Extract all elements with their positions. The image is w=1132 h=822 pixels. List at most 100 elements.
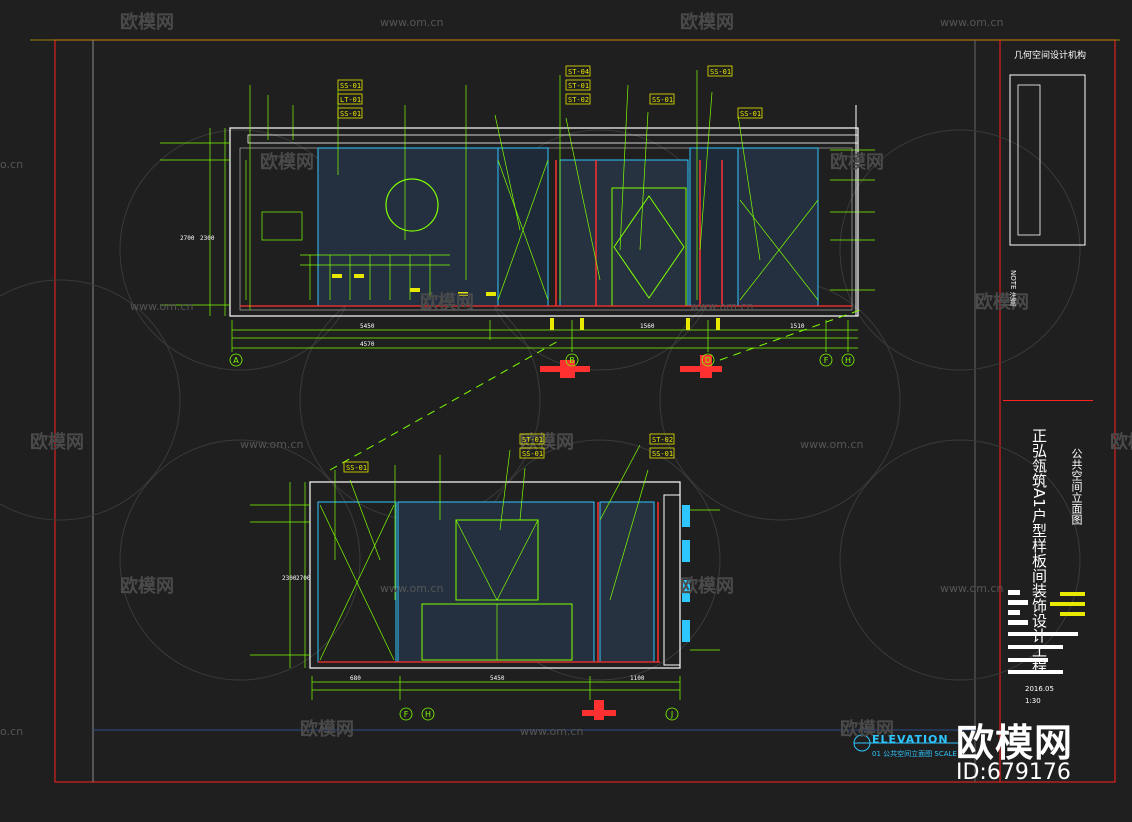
lower-elevation: [250, 444, 720, 720]
lower-panel-main: [397, 501, 595, 663]
material-tag: ST-01: [568, 82, 589, 90]
grid-label: F: [824, 356, 829, 365]
dimension-text: 1100: [630, 675, 645, 682]
watermark-brand: 欧模网: [1110, 431, 1132, 453]
project-title: 正弘瓴筑A1户型样板间装饰设计工程: [1030, 428, 1048, 673]
upper-mirror: [385, 178, 439, 232]
grid-bubble: [701, 353, 715, 367]
firm-name: 几何空间设计机构: [1013, 51, 1086, 61]
dimension-text: 2300: [282, 575, 297, 582]
material-tag-box: [519, 433, 545, 445]
grid-bubble: [665, 707, 679, 721]
scale-text: 1:30: [1025, 697, 1041, 705]
title-decor: [1003, 74, 1093, 674]
grid-bubble: [421, 707, 435, 721]
upper-panel-3: [737, 147, 819, 307]
watermark-layer: 欧模网欧模网欧模网欧模网欧模网欧模网欧模网欧模网欧模网欧模网欧模网欧模网欧模网w…: [0, 11, 1132, 740]
watermark-brand: 欧模网: [120, 575, 174, 597]
grid-bubble: [819, 353, 833, 367]
watermark-site-short: o.cn: [0, 725, 23, 738]
link-dashed-left: [329, 339, 561, 471]
material-tag: ST-04: [568, 68, 589, 76]
watermark-brand: 欧模网: [840, 718, 894, 740]
watermark-site: www.om.cn: [940, 16, 1003, 29]
grid-label: J: [670, 710, 673, 719]
dimension-text: 5450: [490, 675, 505, 682]
watermark-brand: 欧模网: [680, 575, 734, 597]
elevation-title: ELEVATION: [872, 733, 949, 746]
watermark-brand: 欧模网: [260, 151, 314, 173]
brand-id: ID:679176: [956, 760, 1071, 785]
material-tag-box: [337, 79, 363, 91]
elevation-sub: 公共空间立面图: [883, 750, 933, 758]
material-tag: SS-01: [710, 68, 731, 76]
watermark-brand: 欧模网: [520, 431, 574, 453]
watermark-brand: 欧模网: [420, 291, 474, 313]
material-tag: SS-01: [340, 110, 361, 118]
material-tag: ST-02: [568, 96, 589, 104]
upper-elevation: [160, 70, 875, 378]
watermark-site: www.om.cn: [520, 725, 583, 738]
upper-outline: [229, 127, 859, 317]
material-tag-box: [737, 107, 763, 119]
material-tag: SS-01: [346, 464, 367, 472]
grid-label: D: [705, 356, 711, 365]
material-tag: SS-01: [340, 82, 361, 90]
grid-bubble: [565, 353, 579, 367]
watermark-site: www.om.cn: [690, 300, 753, 313]
material-tag: SS-01: [740, 110, 761, 118]
watermark-site: www.om.cn: [380, 16, 443, 29]
dimension-text: 1510: [790, 323, 805, 330]
dimension-text: 680: [350, 675, 361, 682]
material-tag-box: [565, 65, 591, 77]
material-tag: ST-02: [652, 436, 673, 444]
frame-outer: [54, 39, 1116, 783]
grid-bubble: [229, 353, 243, 367]
dimension-text: 1560: [640, 323, 655, 330]
elevation-symbol: [853, 734, 960, 752]
material-tag: ST-01: [522, 436, 543, 444]
material-tag-box: [649, 447, 675, 459]
watermark-site: www.om.cn: [380, 582, 443, 595]
elevation-subtitle: 01 公共空间立面图 SCALE: [872, 749, 957, 759]
grid-bubble: [399, 707, 413, 721]
elevation-scale: SCALE: [934, 750, 957, 758]
material-tag-box: [707, 65, 733, 77]
material-tag: SS-01: [652, 450, 673, 458]
grid-label: H: [425, 710, 431, 719]
material-tag-box: [565, 79, 591, 91]
grid-label: F: [404, 710, 409, 719]
material-tag: LT-01: [340, 96, 361, 104]
material-tag-box: [649, 93, 675, 105]
dimension-text: 5450: [360, 323, 375, 330]
watermark-brand: 欧模网: [300, 718, 354, 740]
watermark-brand: 欧模网: [975, 291, 1029, 313]
brand-logo-text: 欧模网: [956, 721, 1074, 765]
date-text: 2016.05: [1025, 685, 1054, 693]
elevation-number: 01: [872, 750, 881, 758]
watermark-site-short: o.cn: [0, 158, 23, 171]
material-tag: SS-01: [522, 450, 543, 458]
grid-label: H: [845, 356, 851, 365]
watermark-site: www.om.cn: [130, 300, 193, 313]
watermark-brand: 欧模网: [120, 11, 174, 33]
dimension-text: 2700: [296, 575, 311, 582]
material-tag-box: [337, 107, 363, 119]
watermark-site: www.om.cn: [940, 582, 1003, 595]
grid-bubble: [841, 353, 855, 367]
watermark-brand: 欧模网: [30, 431, 84, 453]
watermark-site: www.om.cn: [800, 438, 863, 451]
dimension-text: 2700: [180, 235, 195, 242]
dimension-text: 4570: [360, 341, 375, 348]
material-tag-box: [343, 461, 369, 473]
dimension-text: 2300: [200, 235, 215, 242]
material-tag: SS-01: [652, 96, 673, 104]
material-tag-box: [565, 93, 591, 105]
material-tag-box: [649, 433, 675, 445]
upper-panel-1: [317, 147, 499, 307]
link-dashed-right: [719, 309, 861, 361]
watermark-site: www.om.cn: [240, 438, 303, 451]
